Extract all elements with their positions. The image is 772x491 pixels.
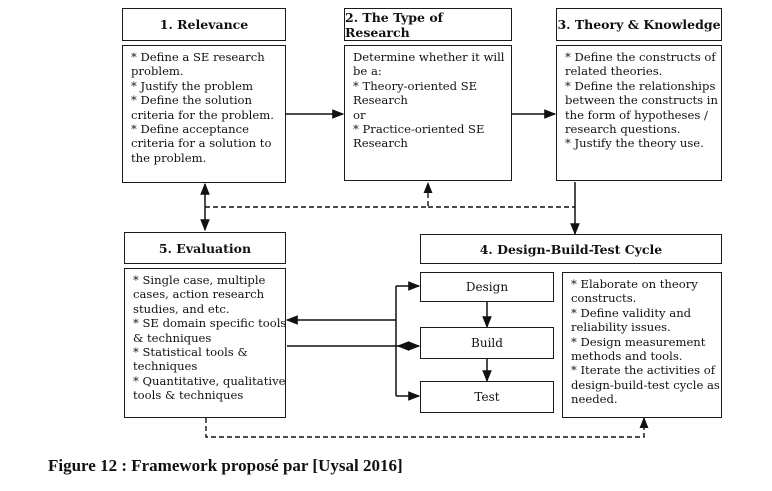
evaluation-line: techniques bbox=[133, 359, 198, 374]
theory-title: 3. Theory & Knowledge bbox=[557, 17, 721, 32]
stage-test-label: Test bbox=[474, 390, 500, 404]
stage-design-label: Design bbox=[465, 280, 509, 294]
evaluation-line: tools & techniques bbox=[133, 388, 244, 403]
evaluation-header: 5. Evaluation bbox=[124, 232, 286, 264]
theory-line: related theories. bbox=[565, 64, 663, 79]
cycle-body: * Elaborate on theory constructs. * Defi… bbox=[562, 272, 722, 418]
theory-line: * Justify the theory use. bbox=[565, 136, 704, 151]
stage-build: Build bbox=[420, 327, 554, 359]
stage-build-label: Build bbox=[471, 336, 503, 350]
relevance-line: problem. bbox=[131, 64, 184, 79]
cycle-header: 4. Design-Build-Test Cycle bbox=[420, 234, 722, 264]
cycle-line: * Define validity and bbox=[571, 305, 692, 320]
theory-line: * Define the relationships bbox=[565, 78, 716, 93]
dashed-eval-to-type bbox=[205, 181, 433, 208]
dashed-bottom-loop bbox=[205, 416, 649, 438]
cycle-line: * Design measurement bbox=[571, 334, 706, 349]
theory-line: * Define the constructs of bbox=[565, 50, 716, 64]
theory-header: 3. Theory & Knowledge bbox=[556, 8, 722, 41]
research-type-line: * Practice-oriented SE bbox=[353, 122, 485, 137]
research-type-line: * Theory-oriented SE bbox=[353, 78, 478, 93]
evaluation-line: * Quantitative, qualitative bbox=[133, 373, 286, 388]
relevance-body: * Define a SE research problem. * Justif… bbox=[122, 45, 286, 183]
relevance-line: criteria for the problem. bbox=[131, 107, 274, 122]
research-type-line: or bbox=[353, 107, 366, 122]
relevance-line: * Justify the problem bbox=[131, 78, 254, 93]
cycle-line: reliability issues. bbox=[571, 320, 671, 335]
research-type-header: 2. The Type of Research bbox=[344, 8, 512, 41]
stage-test: Test bbox=[420, 381, 554, 413]
research-type-line: Determine whether it will bbox=[353, 50, 505, 64]
cycle-line: * Elaborate on theory bbox=[571, 277, 698, 291]
evaluation-line: * Statistical tools & bbox=[133, 345, 248, 360]
relevance-line: * Define acceptance bbox=[131, 122, 249, 137]
evaluation-line: cases, action research bbox=[133, 287, 265, 302]
theory-line: research questions. bbox=[565, 122, 681, 137]
relevance-header: 1. Relevance bbox=[122, 8, 286, 41]
figure-caption: Figure 12 : Framework proposé par [Uysal… bbox=[48, 456, 403, 475]
cycle-line: constructs. bbox=[571, 291, 637, 306]
evaluation-line: * Single case, multiple bbox=[133, 273, 266, 287]
relevance-line: the problem. bbox=[131, 150, 207, 165]
relevance-title: 1. Relevance bbox=[159, 17, 249, 32]
evaluation-line: studies, and etc. bbox=[133, 301, 230, 316]
relevance-line: criteria for a solution to bbox=[131, 136, 272, 151]
evaluation-line: & techniques bbox=[133, 330, 212, 345]
cycle-line: * Iterate the activities of bbox=[571, 363, 716, 378]
research-type-line: Research bbox=[353, 136, 408, 151]
cycle-line: methods and tools. bbox=[571, 349, 683, 364]
theory-line: between the constructs in bbox=[565, 93, 718, 108]
cycle-line: needed. bbox=[571, 392, 618, 407]
cycle-line: design-build-test cycle as bbox=[571, 377, 720, 392]
theory-body: * Define the constructs of related theor… bbox=[556, 45, 722, 181]
evaluation-body: * Single case, multiple cases, action re… bbox=[124, 268, 286, 418]
research-type-title: 2. The Type of Research bbox=[345, 9, 444, 40]
research-type-line: be a: bbox=[353, 64, 382, 79]
theory-line: the form of hypotheses / bbox=[565, 107, 708, 122]
cycle-title: 4. Design-Build-Test Cycle bbox=[479, 241, 663, 257]
evaluation-line: * SE domain specific tools bbox=[133, 316, 287, 331]
research-type-body: Determine whether it will be a: * Theory… bbox=[344, 45, 512, 181]
research-type-line: Research bbox=[353, 93, 408, 108]
relevance-line: * Define the solution bbox=[131, 93, 252, 108]
relevance-line: * Define a SE research bbox=[131, 50, 265, 64]
stage-design: Design bbox=[420, 272, 554, 302]
evaluation-title: 5. Evaluation bbox=[158, 240, 252, 256]
